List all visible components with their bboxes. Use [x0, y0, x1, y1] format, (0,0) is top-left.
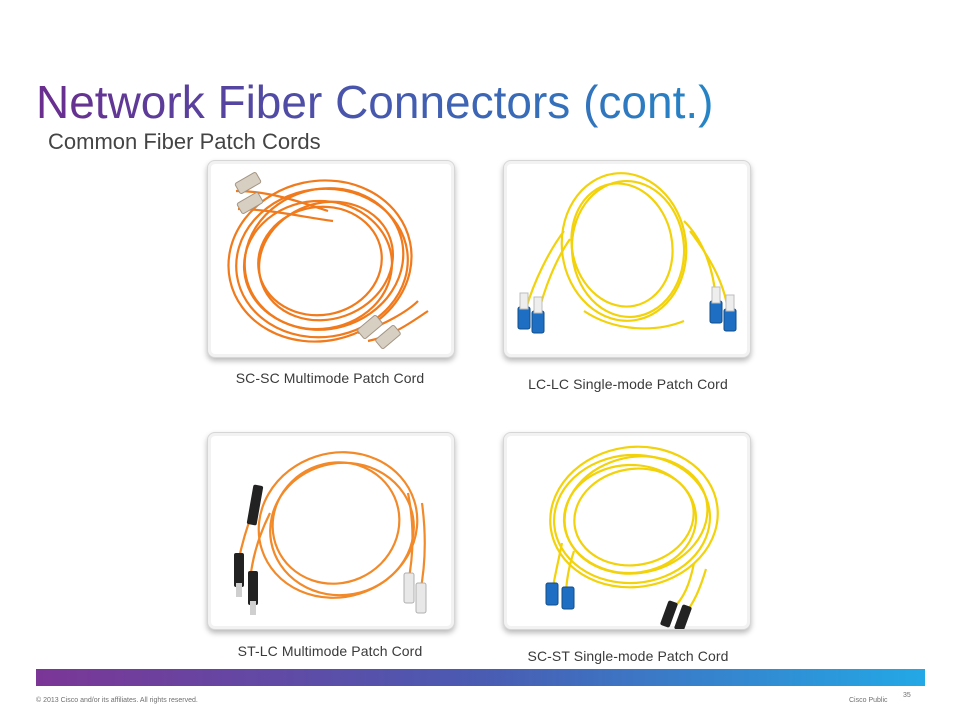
- sc-st-caption: SC-ST Single-mode Patch Cord: [527, 648, 729, 664]
- lc-lc-cord-illustration: [517, 172, 737, 334]
- st-lc-cord-image: [207, 432, 455, 630]
- lc-lc-caption: LC-LC Single-mode Patch Cord: [528, 376, 728, 392]
- footer-gradient-bar: [36, 669, 925, 686]
- sc-connector-icon: [234, 172, 401, 349]
- st-lc-caption: ST-LC Multimode Patch Cord: [237, 643, 423, 659]
- page-number: 35: [903, 692, 911, 699]
- lc-lc-cord-image: [503, 160, 751, 358]
- sc-sc-cord-illustration: [227, 172, 429, 349]
- lc-connector-icon: [403, 572, 427, 614]
- sc-st-cord-illustration: [545, 445, 719, 629]
- st-lc-cord-illustration: [234, 451, 427, 615]
- sc-sc-cord-image: [207, 160, 455, 358]
- sc-connector-icon: [545, 582, 575, 610]
- sc-sc-caption: SC-SC Multimode Patch Cord: [235, 370, 425, 386]
- slide-subtitle: Common Fiber Patch Cords: [48, 129, 321, 154]
- st-connector-icon: [660, 600, 692, 629]
- sc-st-cord-image: [503, 432, 751, 630]
- slide-title: Network Fiber Connectors (cont.): [36, 72, 713, 132]
- st-connector-icon: [234, 484, 264, 615]
- lc-connector-icon: [517, 286, 737, 334]
- classification-label: Cisco Public: [849, 697, 888, 704]
- copyright-notice: © 2013 Cisco and/or its affiliates. All …: [36, 697, 198, 704]
